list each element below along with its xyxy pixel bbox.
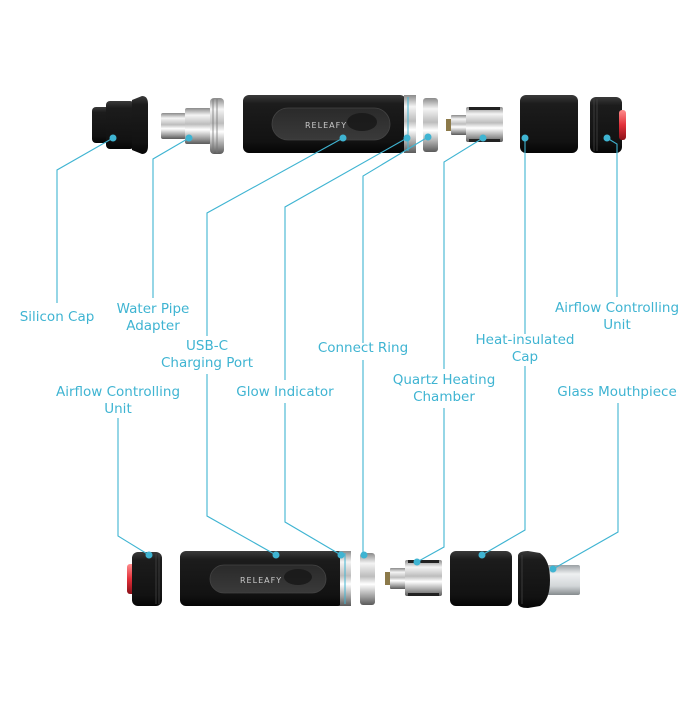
dot-glow-top	[403, 134, 411, 142]
leader-airflow-right	[606, 137, 618, 297]
label-line: Airflow Controlling	[55, 384, 181, 400]
label-line: Quartz Heating	[392, 372, 496, 388]
leader-heat-cap-bottom	[481, 366, 526, 556]
dot-connect-ring-top	[424, 133, 432, 141]
heat-cap-bottom-part	[450, 551, 512, 606]
connect-ring-part	[423, 98, 438, 152]
leader-connect-ring-top	[362, 136, 429, 343]
main-body-bottom-part: RELEAFY	[180, 551, 351, 606]
leader-usb-c-top	[206, 137, 344, 336]
dot-airflow-left	[145, 551, 153, 559]
label-line: Glass Mouthpiece	[557, 384, 677, 400]
leader-glow-bottom	[284, 403, 342, 556]
label-silicon-cap: Silicon Cap	[20, 309, 95, 326]
dot-heat-cap-bottom	[478, 551, 486, 559]
label-line: Glow Indicator	[236, 384, 334, 400]
leader-quartz-top	[443, 137, 484, 369]
label-line: Heat-insulated	[475, 332, 575, 348]
label-line: Water Pipe	[116, 301, 190, 317]
leader-dots	[109, 133, 611, 573]
label-line: Silicon Cap	[19, 309, 95, 325]
airflow-unit-top-part	[590, 97, 626, 153]
heat-cap-part	[520, 95, 578, 153]
leader-airflow-left	[117, 418, 150, 556]
label-connect-ring: Connect Ring	[318, 340, 408, 357]
label-airflow-controlling-unit-right: Airflow Controlling Unit	[555, 300, 679, 334]
dot-usb-c-bottom	[272, 551, 280, 559]
leader-glow-top	[284, 137, 408, 380]
quartz-chamber-part	[446, 107, 503, 142]
leader-glass-mouthpiece	[552, 403, 619, 570]
dot-quartz-top	[479, 134, 487, 142]
label-quartz-heating-chamber: Quartz Heating Chamber	[393, 372, 496, 406]
label-line: USB-C	[185, 338, 229, 354]
label-line: Adapter	[126, 318, 180, 334]
label-line: Chamber	[413, 389, 475, 405]
dot-silicon-cap	[109, 134, 117, 142]
leader-water-pipe-adapter	[152, 137, 190, 298]
connect-ring-bottom-part	[360, 553, 375, 605]
leader-lines	[56, 136, 619, 570]
dot-glass-mouthpiece	[549, 565, 557, 573]
label-line: Cap	[511, 349, 539, 365]
dot-connect-ring-bottom	[360, 551, 368, 559]
bottom-row: RELEAFY	[127, 551, 580, 608]
brand-logo-top: RELEAFY	[305, 121, 347, 130]
dot-water-pipe-adapter	[185, 134, 193, 142]
silicon-cap-part	[92, 96, 148, 154]
label-line: Unit	[104, 401, 132, 417]
label-glow-indicator: Glow Indicator	[236, 384, 333, 401]
label-line: Unit	[603, 317, 631, 333]
label-heat-insulated-cap: Heat-insulated Cap	[476, 332, 575, 366]
dot-quartz-bottom	[413, 558, 421, 566]
water-pipe-adapter-part	[161, 98, 224, 154]
main-body-part: RELEAFY	[243, 95, 416, 153]
dot-airflow-right	[603, 134, 611, 142]
leader-usb-c-bottom	[206, 374, 277, 556]
leader-silicon-cap	[56, 137, 114, 303]
label-line: Connect Ring	[317, 340, 409, 356]
label-airflow-controlling-unit-left: Airflow Controlling Unit	[56, 384, 180, 418]
brand-logo-bottom: RELEAFY	[240, 576, 282, 585]
dot-usb-c-top	[339, 134, 347, 142]
glass-mouthpiece-part	[518, 551, 580, 608]
dot-glow-bottom	[337, 551, 345, 559]
label-water-pipe-adapter: Water Pipe Adapter	[117, 301, 190, 335]
dot-heat-cap-top	[521, 134, 529, 142]
label-line: Airflow Controlling	[554, 300, 680, 316]
leader-quartz-bottom	[416, 408, 445, 563]
quartz-chamber-bottom-part	[385, 560, 442, 596]
label-line: Charging Port	[160, 355, 254, 371]
label-usb-c-charging-port: USB-C Charging Port	[161, 338, 253, 372]
label-glass-mouthpiece: Glass Mouthpiece	[557, 384, 677, 401]
top-row: RELEAFY	[92, 95, 626, 154]
airflow-unit-bottom-part	[127, 552, 162, 606]
